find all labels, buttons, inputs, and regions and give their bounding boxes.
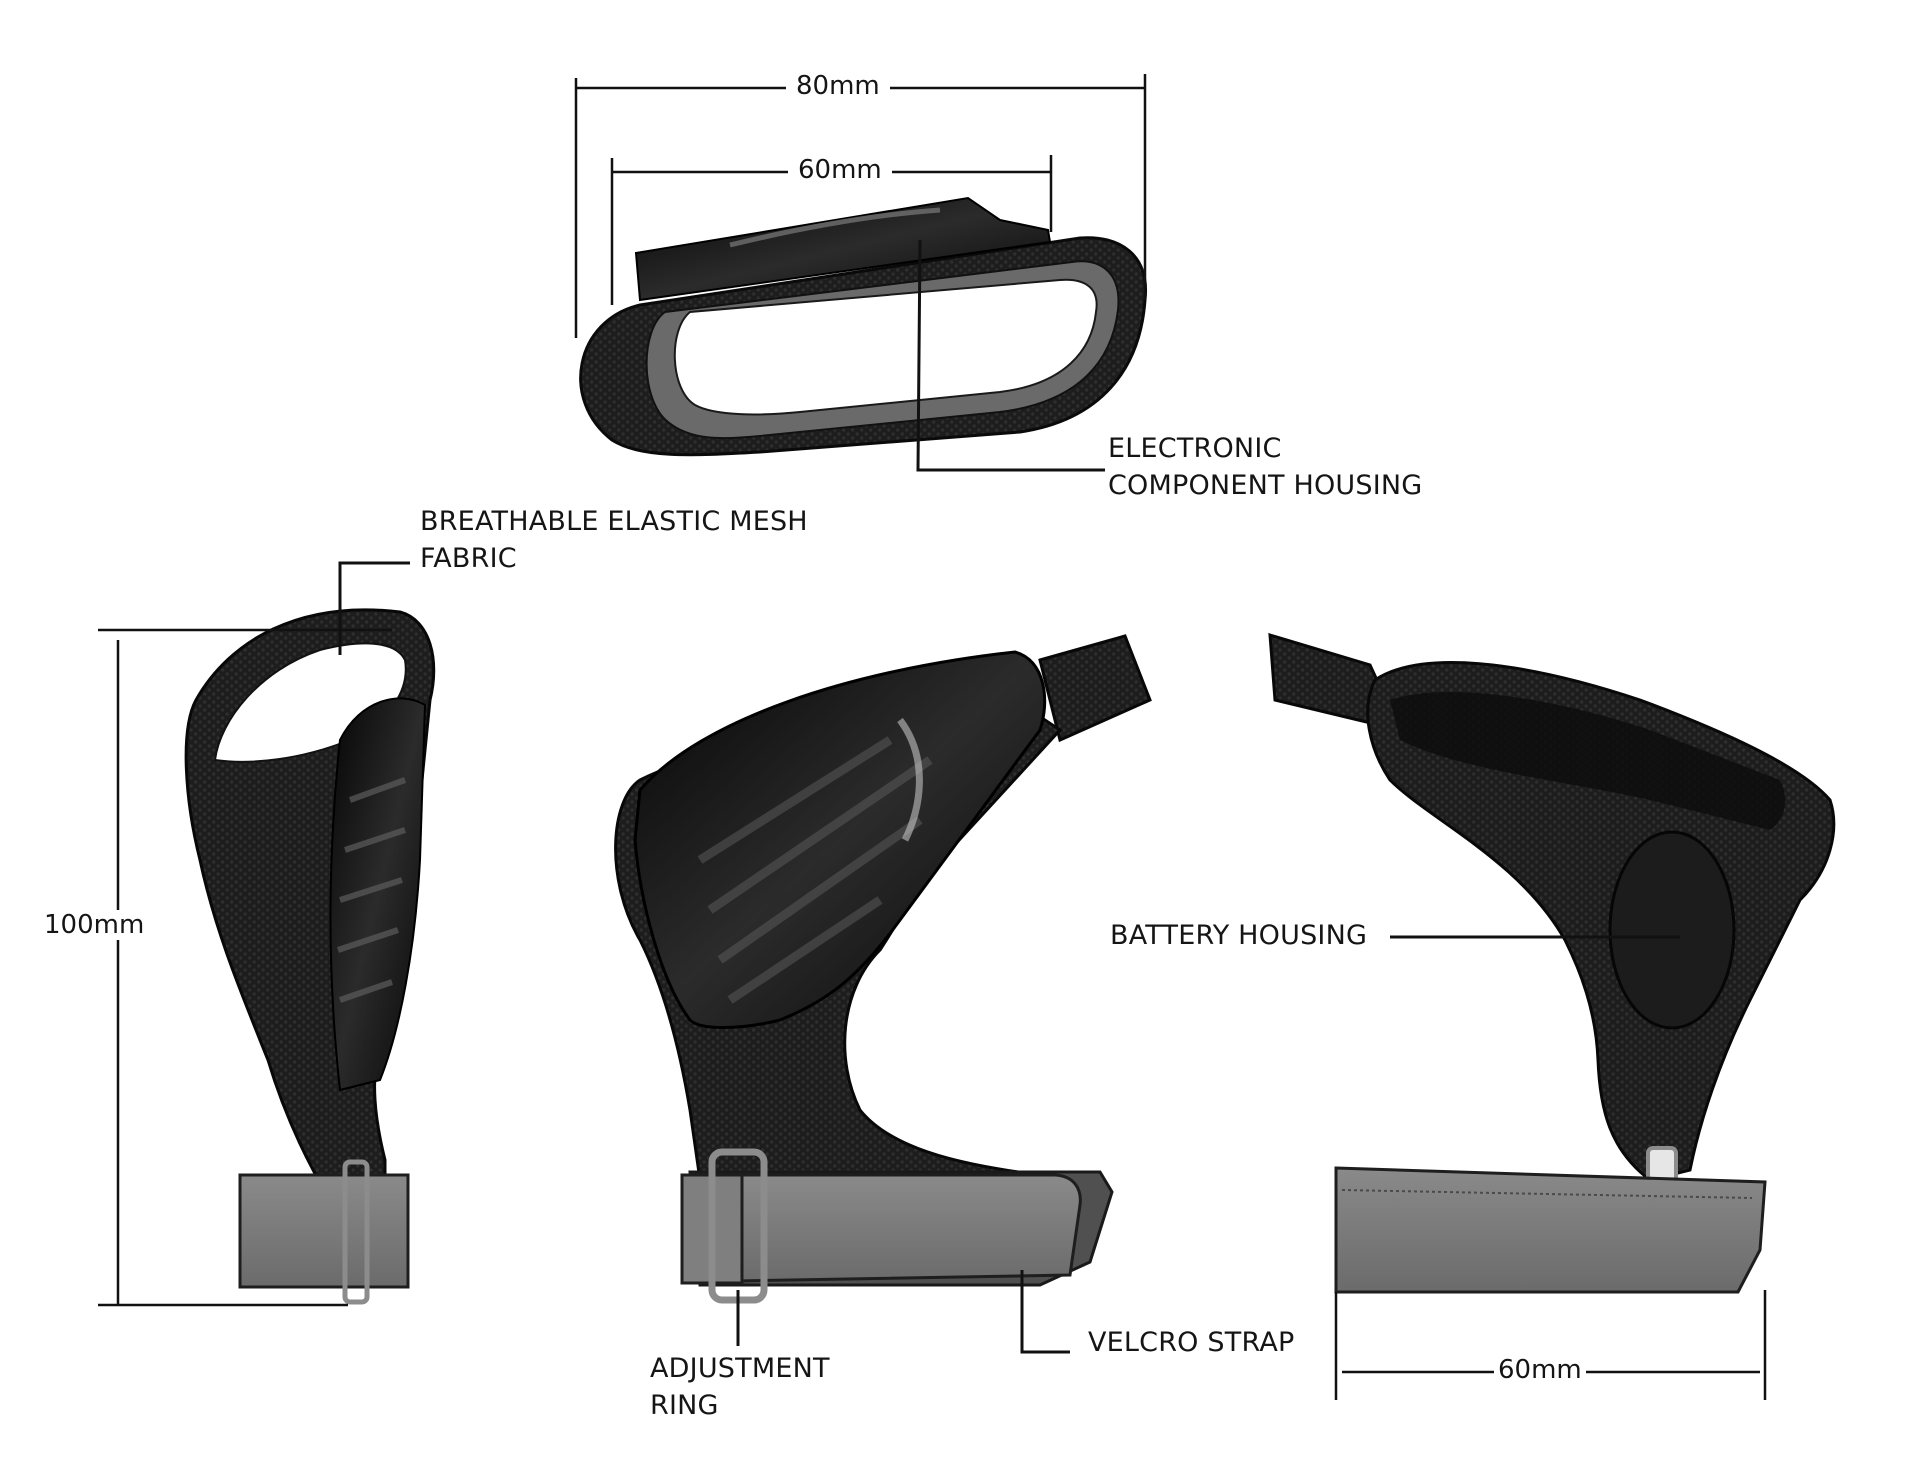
- callout-adjustment-ring: ADJUSTMENT RING: [650, 1350, 830, 1424]
- callout-adjustment-ring-line-2: RING: [650, 1390, 719, 1421]
- top-view-housing: [634, 196, 1052, 302]
- callout-electronic-housing: ELECTRONIC COMPONENT HOUSING: [1108, 430, 1422, 504]
- front-view-housing-shine: [897, 717, 923, 842]
- side-view: [184, 608, 436, 1305]
- side-view-housing: [329, 697, 427, 1092]
- callout-electronic-housing-line-1: ELECTRONIC: [1108, 433, 1282, 464]
- callout-battery-housing-line-1: BATTERY HOUSING: [1110, 920, 1368, 951]
- side-view-ring: [342, 1159, 370, 1305]
- front-view-strap: [680, 1173, 1082, 1284]
- dimension-base-width: 60mm: [1494, 1355, 1586, 1385]
- callout-battery-housing: BATTERY HOUSING: [1110, 917, 1367, 954]
- back-view: [1268, 632, 1836, 1294]
- top-view: [579, 196, 1148, 457]
- front-view-housing-panel: [633, 650, 1047, 1029]
- callout-mesh-fabric-line-1: BREATHABLE ELASTIC MESH: [420, 506, 808, 537]
- callout-adjustment-ring-line-1: ADJUSTMENT: [650, 1353, 830, 1384]
- callout-mesh-fabric: BREATHABLE ELASTIC MESH FABRIC: [420, 503, 808, 577]
- back-view-inner-shadow: [1390, 691, 1786, 830]
- dimension-top-outer: 80mm: [786, 71, 890, 101]
- side-view-housing-stripes: [337, 777, 407, 1003]
- front-view-top-strap: [1038, 634, 1152, 743]
- side-view-strap: [238, 1173, 410, 1289]
- back-view-strap-seam: [1341, 1189, 1753, 1199]
- front-view-housing-ribs: [697, 736, 933, 1004]
- top-view-opening: [673, 278, 1098, 416]
- dimension-height: 100mm: [42, 910, 147, 940]
- leader-lines: [338, 239, 1680, 1354]
- back-view-strap: [1334, 1166, 1767, 1294]
- callout-electronic-housing-line-2: COMPONENT HOUSING: [1108, 470, 1423, 501]
- back-view-battery-housing: [1608, 830, 1736, 1030]
- callout-velcro-strap: VELCRO STRAP: [1088, 1324, 1294, 1361]
- front-view: [614, 634, 1152, 1304]
- callout-velcro-strap-line-1: VELCRO STRAP: [1088, 1327, 1295, 1358]
- dimension-top-inner: 60mm: [788, 155, 892, 185]
- callout-mesh-fabric-line-2: FABRIC: [420, 543, 517, 574]
- top-view-housing-highlight: [729, 207, 941, 248]
